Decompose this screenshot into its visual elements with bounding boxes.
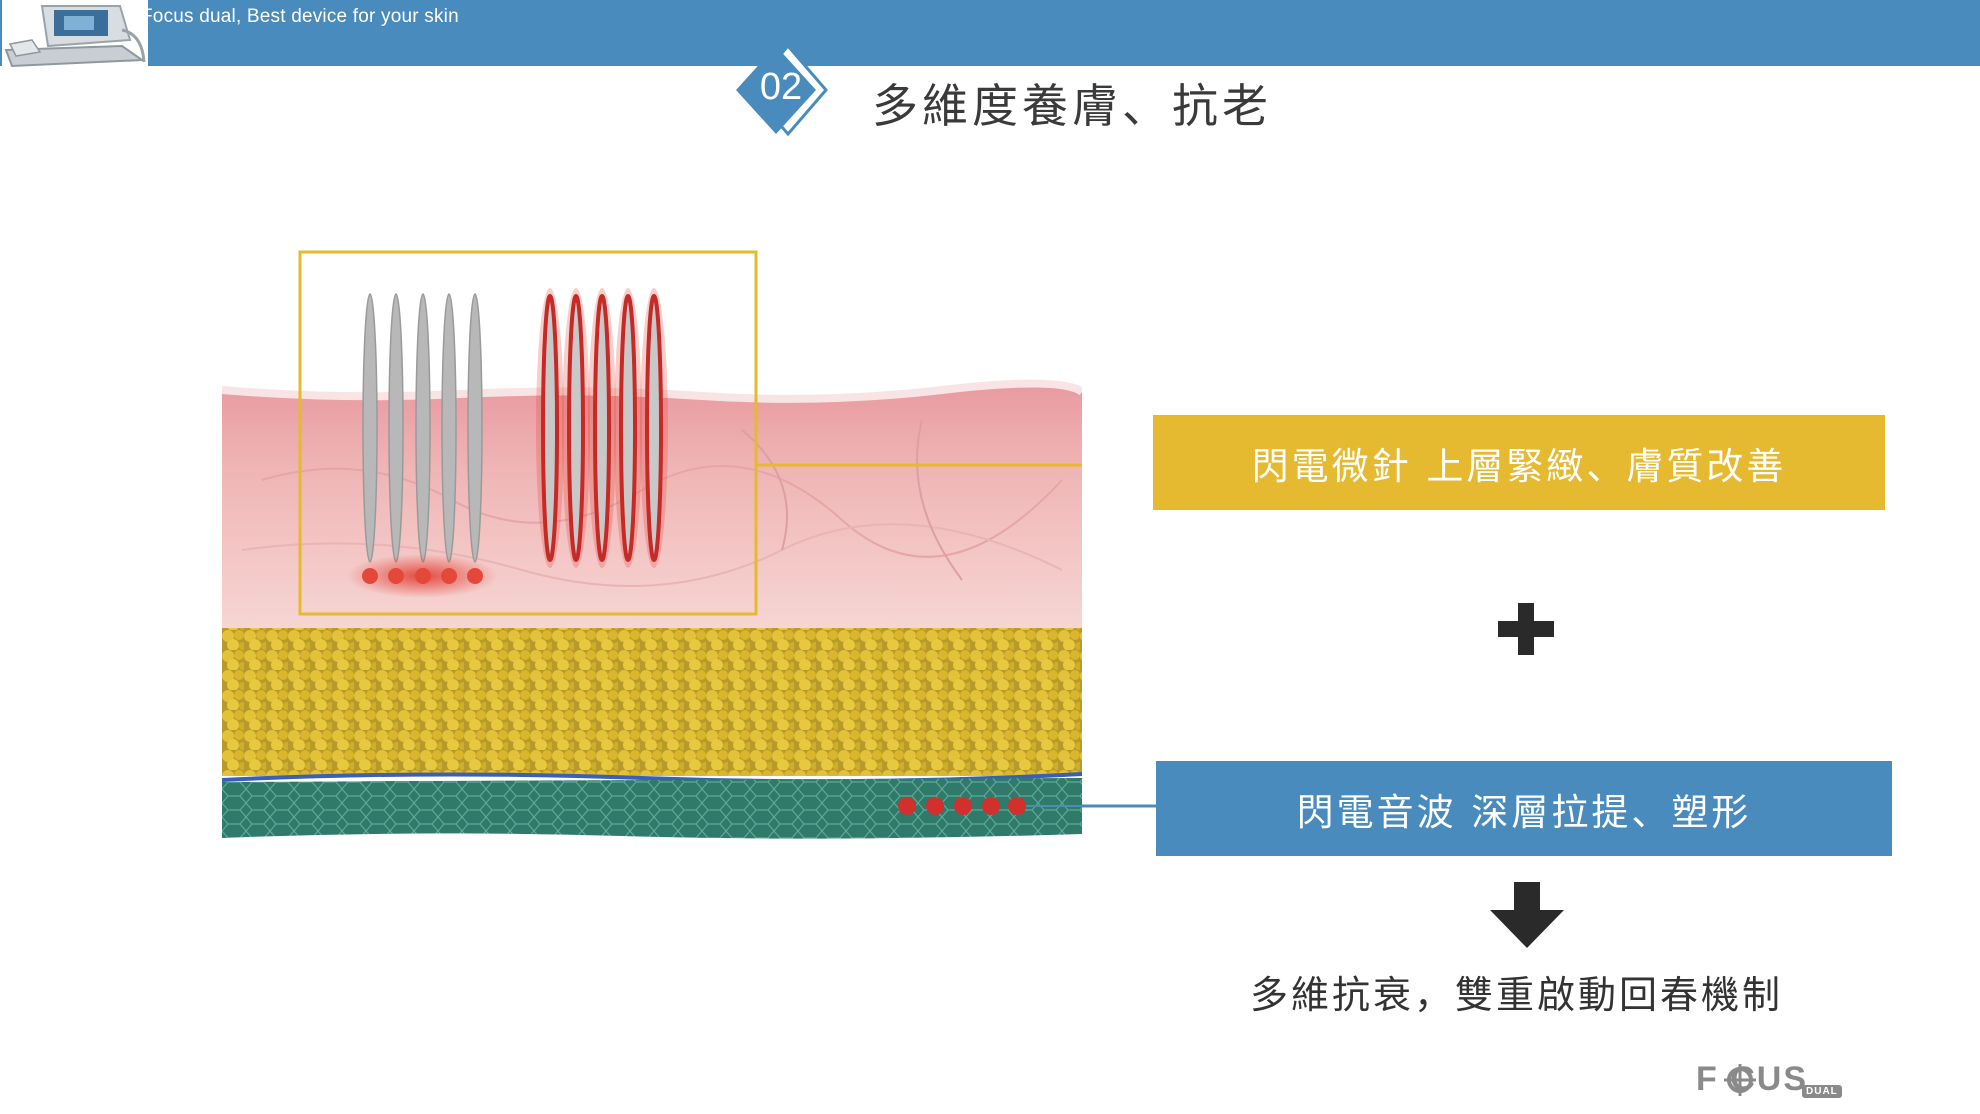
- section-number: 02: [759, 66, 803, 108]
- ultrasound-connector-line: [1082, 804, 1158, 808]
- device-thumbnail-icon: [2, 0, 148, 70]
- result-statement: 多維抗衰，雙重啟動回春機制: [1250, 973, 1784, 1017]
- section-title: 多維度養膚、抗老: [872, 79, 1272, 133]
- skin-layers-illustration: [222, 250, 1082, 839]
- plus-icon: [1498, 603, 1554, 655]
- header-tagline: Focus dual, Best device for your skin: [141, 6, 459, 27]
- crosshair-logo-icon: [1724, 1064, 1756, 1096]
- microneedle-label: 閃電微針 上層緊緻、膚質改善: [1153, 415, 1885, 510]
- brand-logo: F CUSDUAL: [1696, 1060, 1842, 1100]
- ultrasound-label: 閃電音波 深層拉提、塑形: [1156, 761, 1892, 856]
- arrow-down-icon: [1490, 882, 1564, 948]
- brand-logo-sub: DUAL: [1802, 1085, 1842, 1098]
- header-band: [0, 0, 1980, 66]
- section-number-badge: [736, 43, 828, 137]
